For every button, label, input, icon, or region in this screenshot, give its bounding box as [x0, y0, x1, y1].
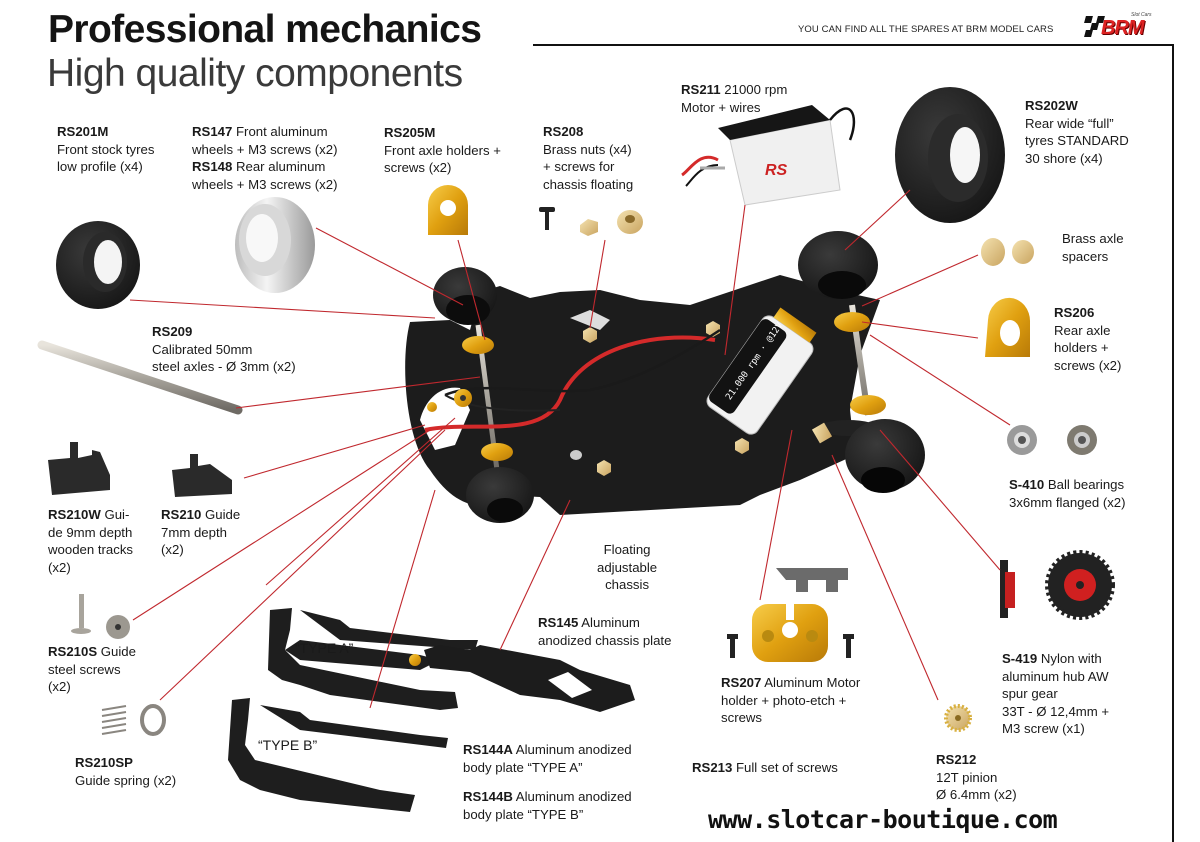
leader-rs208 [589, 239, 606, 329]
body-plate-type-a [268, 608, 478, 710]
part-label-rs144b: RS144B Aluminum anodized body plate “TYP… [463, 789, 632, 822]
leader-s410 [869, 334, 1011, 426]
motor-holder-product [727, 568, 854, 662]
front-tyre-product [56, 221, 140, 309]
part-label-rs207: RS207 Aluminum Motor holder + photo-etch… [721, 675, 861, 725]
part-label-rs211: RS211 21000 rpm Motor + wires [681, 82, 788, 115]
part-label-rs205m: RS205M Front axle holders + screws (x2) [384, 125, 501, 175]
part-label-rs210sp: RS210SP Guide spring (x2) [75, 755, 177, 788]
leader-rs201m [129, 299, 436, 319]
part-label-s419: S-419 Nylon with aluminum hub AW spur ge… [1002, 651, 1110, 736]
guide-spring-product [101, 704, 166, 736]
type-a-caption: “TYPE A” [295, 640, 354, 656]
part-label-rs213: RS213 Full set of screws [692, 760, 838, 775]
spur-gear-product [1000, 550, 1115, 620]
chassis-brass-nuts [583, 321, 749, 476]
leader-rs210w [265, 417, 456, 586]
leader-rs202w [844, 189, 911, 251]
motor-wires [424, 328, 721, 432]
leader-lines [129, 189, 1011, 709]
rear-tyre-product [895, 87, 1005, 223]
page-subtitle: High quality components [47, 52, 463, 95]
leader-rs205m [457, 239, 486, 341]
part-label-s410: S-410 Ball bearings 3x6mm flanged (x2) [1009, 477, 1126, 510]
brm-logo-text: BRM [1101, 17, 1145, 39]
body-plate-type-b [228, 698, 448, 812]
leader-rs212 [831, 454, 939, 701]
leader-rs210s [132, 429, 431, 621]
leader-rs210sp [159, 429, 446, 701]
part-label-floating-chassis: Floating adjustable chassis [597, 542, 658, 592]
type-b-caption: “TYPE B” [258, 737, 318, 753]
svg-text:RS: RS [765, 162, 788, 179]
leader-s419 [879, 429, 1001, 571]
leader-rs209 [235, 376, 481, 409]
brm-logo: Slot Cars BRM [1083, 12, 1165, 39]
leader-rs210 [243, 424, 426, 479]
ball-bearings-product [1007, 425, 1097, 455]
part-label-rs202w: RS202W Rear wide “full” tyres STANDARD 3… [1025, 98, 1129, 166]
frame-border-top [533, 44, 1174, 46]
part-label-rs206: RS206 Rear axle holders + screws (x2) [1054, 305, 1122, 373]
leader-rs211 [724, 204, 746, 356]
guide-holder [427, 389, 472, 412]
leader-rs207 [759, 429, 793, 601]
brass-nuts-product [539, 207, 643, 236]
leader-rs145 [499, 499, 571, 651]
brm-logo-small: Slot Cars [1131, 12, 1152, 18]
part-label-rs147-rs148: RS147 Front aluminum wheels + M3 screws … [192, 124, 338, 192]
motor-product: RS [681, 105, 856, 206]
part-label-rs210w: RS210W Gui- de 9mm depth wooden tracks (… [48, 507, 134, 575]
part-label-rs210: RS210 Guide 7mm depth (x2) [161, 507, 241, 557]
steel-axle-product [37, 340, 243, 415]
part-label-rs210s: RS210S Guide steel screws (x2) [48, 644, 136, 694]
leader-spacers [861, 254, 979, 307]
brm-tagline: YOU CAN FIND ALL THE SPARES AT BRM MODEL… [798, 24, 1054, 35]
page-title: Professional mechanics [48, 8, 482, 51]
leader-rs147 [315, 227, 464, 306]
part-label-rs209: RS209 Calibrated 50mm steel axles - Ø 3m… [152, 324, 296, 374]
part-label-rs208: RS208 Brass nuts (x4) + screws for chass… [543, 124, 634, 192]
front-axle-assembly [433, 267, 534, 523]
guide-products [48, 442, 232, 497]
rear-axle-assembly [798, 231, 925, 493]
front-axle-holder-product [428, 185, 468, 235]
pinion-product [944, 704, 972, 732]
leader-rs206 [861, 321, 979, 339]
part-label-rs212: RS212 12T pinion Ø 6.4mm (x2) [936, 752, 1017, 802]
brass-spacers-product [981, 238, 1034, 266]
guide-screws-product [71, 594, 130, 639]
installed-motor: 21.000 rpm · @12V [706, 307, 817, 435]
website-link[interactable]: www.slotcar-boutique.com [708, 805, 1058, 834]
part-label-rs145: RS145 Aluminum anodized chassis plate [538, 615, 672, 648]
part-label-rs201m: RS201M Front stock tyres low profile (x4… [57, 124, 155, 174]
chassis-plate-product [409, 645, 635, 712]
part-label-brass-spacers: Brass axle spacers [1062, 231, 1124, 264]
leader-rs144a [369, 489, 436, 709]
part-label-rs144a: RS144A Aluminum anodized body plate “TYP… [463, 742, 632, 775]
aluminum-wheel-product [235, 197, 315, 293]
rear-axle-holder-product [985, 297, 1031, 357]
frame-border-right [1172, 44, 1174, 842]
